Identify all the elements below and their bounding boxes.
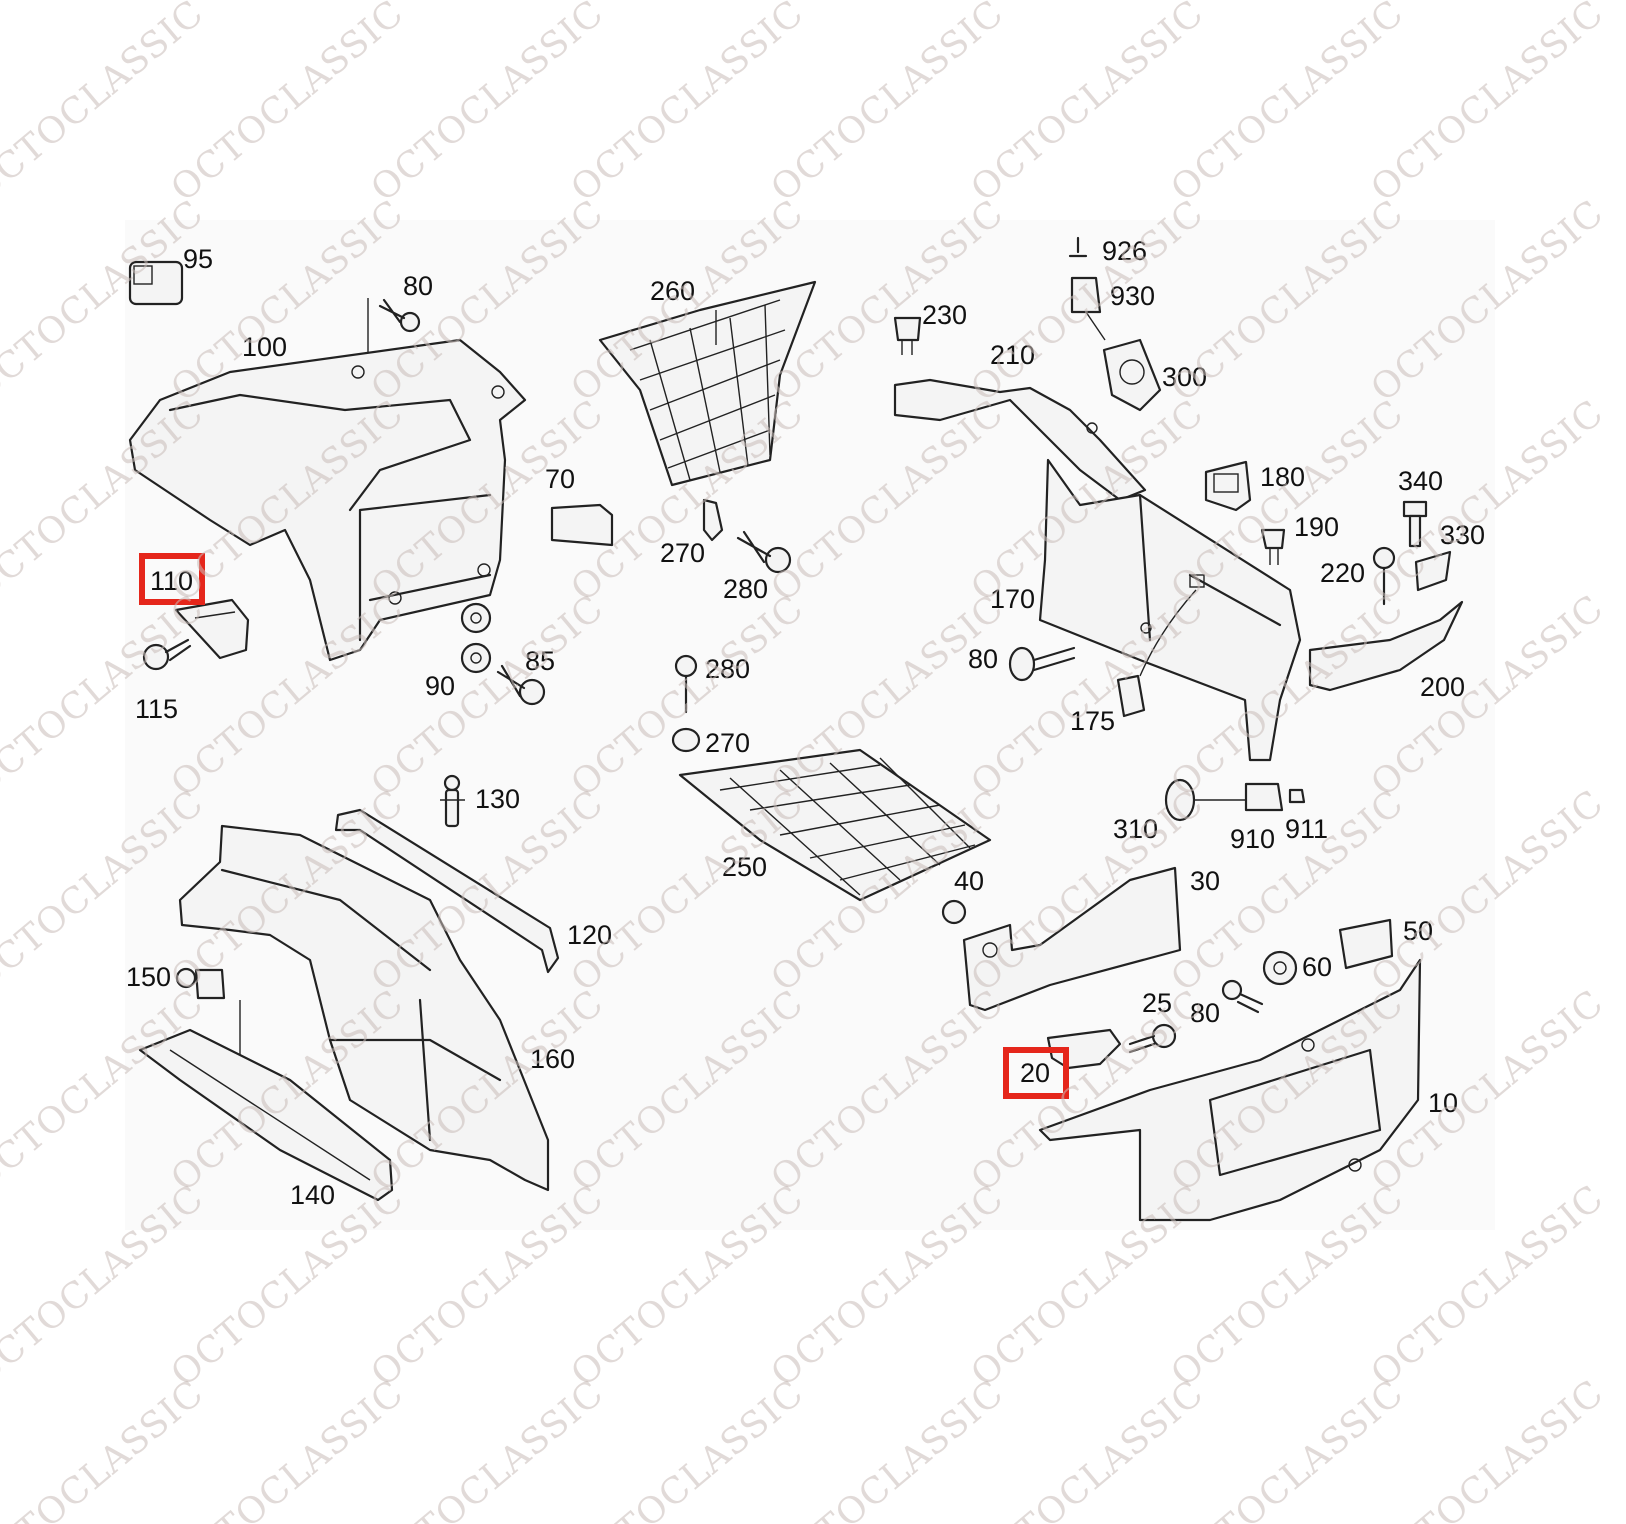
part-100-side-trim (128, 338, 527, 662)
label-190: 190 (1294, 512, 1339, 542)
label-260: 260 (650, 276, 695, 306)
label-85: 85 (525, 646, 555, 676)
part-230-clip (893, 316, 922, 355)
part-930-connector (1070, 276, 1106, 341)
label-80-lower: 80 (1190, 998, 1220, 1028)
label-150: 150 (126, 962, 171, 992)
part-10-floor-trim (1038, 958, 1422, 1222)
part-180-handle (1204, 460, 1252, 512)
part-220-screw (1372, 546, 1396, 606)
label-25: 25 (1142, 988, 1172, 1018)
label-250: 250 (722, 852, 767, 882)
label-80-top: 80 (403, 271, 433, 301)
watermark-text: OCTOCLASSIC (0, 1372, 212, 1524)
label-280-lower: 280 (705, 654, 750, 684)
part-85-screw (496, 664, 546, 706)
label-20: 20 (1020, 1058, 1050, 1088)
label-310: 310 (1113, 814, 1158, 844)
label-911: 911 (1285, 814, 1328, 844)
part-25-screw (1128, 1023, 1177, 1054)
part-140-strip (138, 1028, 394, 1202)
label-300: 300 (1162, 362, 1207, 392)
part-80-screw-lower (1221, 979, 1264, 1014)
label-40: 40 (954, 866, 984, 896)
part-300-lamp (1102, 338, 1162, 412)
part-150-screw (175, 967, 241, 1060)
label-930: 930 (1110, 281, 1155, 311)
part-910-housing (1244, 782, 1284, 812)
label-200: 200 (1420, 672, 1465, 702)
label-95: 95 (183, 244, 213, 274)
label-110: 110 (150, 566, 193, 596)
label-280-upper: 280 (723, 574, 768, 604)
part-130-push-pin (440, 774, 465, 828)
label-160: 160 (530, 1044, 575, 1074)
label-170: 170 (990, 584, 1035, 614)
part-80-screw-right (1008, 646, 1076, 682)
part-40-clip (941, 899, 967, 925)
label-30: 30 (1190, 866, 1220, 896)
part-260-cargo-net-upper (598, 280, 817, 487)
label-50: 50 (1403, 916, 1433, 946)
part-926-pin (1068, 236, 1088, 258)
label-60: 60 (1302, 952, 1332, 982)
label-340: 340 (1398, 466, 1443, 496)
label-130: 130 (475, 784, 520, 814)
label-270-lower: 270 (705, 728, 750, 758)
label-270-upper: 270 (660, 538, 705, 568)
part-50-bracket (1338, 918, 1394, 970)
part-190-clip (1260, 528, 1286, 565)
part-250-cargo-net-lower (678, 748, 992, 902)
part-110-trim-piece (174, 598, 250, 660)
part-70-plate (550, 503, 614, 547)
highlight-box-20 (1003, 1047, 1069, 1099)
label-120: 120 (567, 920, 612, 950)
part-340-bolt (1402, 500, 1428, 548)
part-160-lower-trim (178, 824, 550, 1192)
part-200-trim (1308, 600, 1464, 692)
part-170-frame (1038, 458, 1302, 762)
label-175: 175 (1070, 706, 1115, 736)
part-280-screw-lower (674, 654, 698, 714)
part-175-cover (1116, 589, 1197, 718)
part-115-screw (142, 638, 192, 671)
part-270-clip-lower (671, 727, 701, 753)
label-80-right: 80 (968, 644, 998, 674)
part-270-clip-upper (702, 498, 724, 542)
label-180: 180 (1260, 462, 1305, 492)
part-120-rail (334, 808, 560, 974)
part-30-panel (962, 866, 1182, 1012)
part-210-bracket (893, 378, 1147, 502)
label-210: 210 (990, 340, 1035, 370)
label-140: 140 (290, 1180, 335, 1210)
label-926: 926 (1102, 236, 1147, 266)
label-220: 220 (1320, 558, 1365, 588)
part-330-nut (1414, 550, 1452, 592)
label-115: 115 (135, 694, 178, 724)
label-70: 70 (545, 464, 575, 494)
label-910: 910 (1230, 824, 1275, 854)
part-95-clip (128, 260, 184, 306)
label-230: 230 (922, 300, 967, 330)
highlight-box-110 (139, 553, 205, 605)
part-310-socket (1164, 778, 1246, 822)
label-100: 100 (242, 332, 287, 362)
label-90: 90 (425, 671, 455, 701)
label-10: 10 (1428, 1088, 1458, 1118)
label-330: 330 (1440, 520, 1485, 550)
part-60-grommet (1262, 950, 1298, 986)
part-280-screw-upper (736, 530, 792, 574)
part-911-bulb (1288, 788, 1306, 804)
part-90-washers (460, 602, 492, 674)
